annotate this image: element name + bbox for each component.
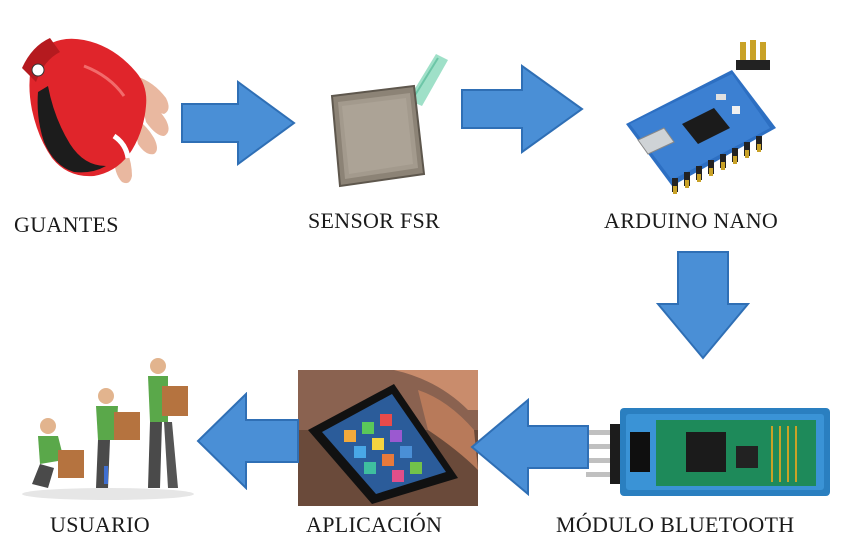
arrow-guantes-to-sensor: [181, 80, 296, 166]
label-aplicacion: APLICACIÓN: [306, 512, 443, 537]
fsr-sensor-icon: [330, 54, 448, 188]
glove-icon: [22, 38, 169, 184]
arrow-arduino-to-bluetooth: [656, 251, 750, 360]
label-arduino-nano: ARDUINO NANO: [604, 208, 779, 233]
arrow-sensor-to-arduino: [461, 64, 584, 154]
label-guantes: GUANTES: [14, 212, 119, 237]
arduino-board-icon: [626, 40, 776, 194]
arrow-aplicacion-to-usuario: [196, 392, 299, 490]
label-sensor-fsr: SENSOR FSR: [308, 208, 441, 233]
lifting-posture-icon: [22, 358, 194, 500]
bluetooth-module-icon: [586, 408, 830, 496]
label-usuario: USUARIO: [50, 512, 150, 537]
arrow-bluetooth-to-aplicacion: [470, 398, 589, 496]
smartphone-icon: [298, 370, 478, 506]
label-modulo-bluetooth: MÓDULO BLUETOOTH: [556, 512, 795, 537]
